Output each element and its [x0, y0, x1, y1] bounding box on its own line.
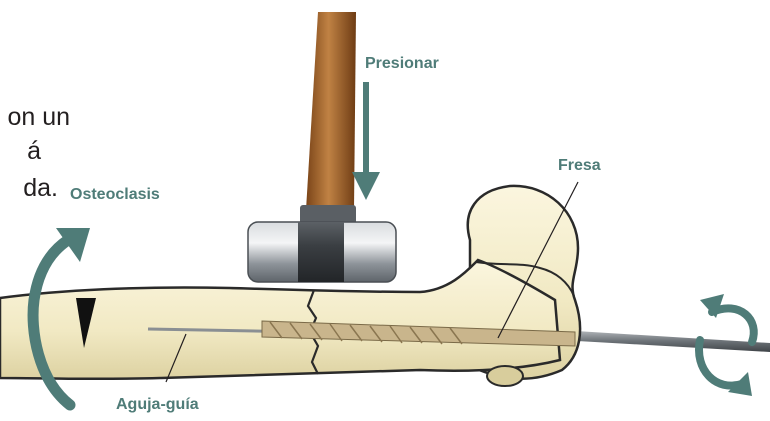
guide-wire-shaft: [560, 330, 770, 352]
lesser-trochanter: [487, 366, 523, 386]
label-fresa: Fresa: [558, 157, 601, 175]
hammer: [248, 12, 396, 282]
pressure-arrow: [352, 82, 380, 200]
label-presionar: Presionar: [365, 55, 439, 73]
hammer-handle: [306, 12, 356, 210]
femur-bone: [0, 186, 580, 386]
body-text-fragment-1: on un: [0, 100, 70, 134]
label-aguja-guia: Aguja-guía: [116, 396, 199, 414]
body-text-fragment-2: á: [0, 134, 41, 168]
hammer-band: [298, 222, 344, 282]
label-osteoclasis: Osteoclasis: [70, 186, 160, 204]
body-text-fragment-3: da.: [0, 171, 58, 205]
